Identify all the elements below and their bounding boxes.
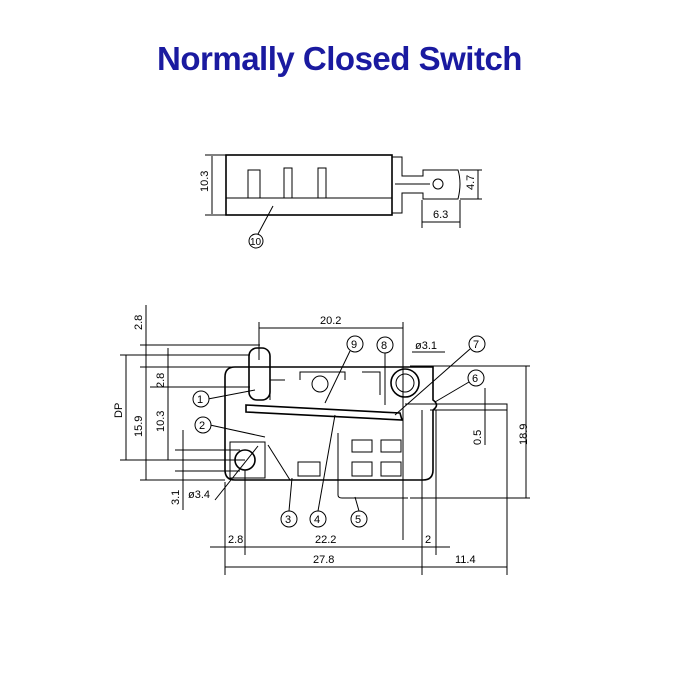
roller <box>390 368 420 398</box>
dim-18-9: 18.9 <box>518 424 530 445</box>
diagram-title: Normally Closed Switch <box>157 40 522 77</box>
dim-dp: DP <box>113 403 125 418</box>
dim-2-8: 2.8 <box>155 373 167 388</box>
dim-bottom-2-8: 2.8 <box>228 534 243 546</box>
callout-1: 1 <box>197 394 203 406</box>
callout-7: 7 <box>473 339 479 351</box>
callout-10: 10 <box>250 237 262 248</box>
callout-5: 5 <box>355 514 361 526</box>
dim-top-2-8: 2.8 <box>133 315 145 330</box>
bottom-terminal <box>337 433 408 499</box>
callout-8: 8 <box>381 340 387 352</box>
terminal-strip <box>405 403 508 411</box>
dim-hole-3-4: ø3.4 <box>188 489 210 501</box>
callout-9: 9 <box>351 339 357 351</box>
dim-0-5: 0.5 <box>472 430 484 445</box>
callout-4: 4 <box>314 514 320 526</box>
dim-3-1: 3.1 <box>170 490 182 505</box>
top-view: 10.3 4.7 6.3 10 <box>199 154 482 249</box>
lever <box>245 404 404 421</box>
switch-body <box>224 366 438 481</box>
dim-bottom-27-8: 27.8 <box>313 554 334 566</box>
dim-bottom-2: 2 <box>425 534 431 546</box>
dim-hole-3-1: ø3.1 <box>415 340 437 352</box>
side-view: 20.2 2.8 DP 15.9 2.8 10.3 3.1 ø3.4 18.9 … <box>113 305 530 575</box>
tab-hole <box>432 178 444 190</box>
dim-top-10-3: 10.3 <box>199 171 211 192</box>
top-body <box>225 154 393 216</box>
dim-top-6-3: 6.3 <box>433 209 448 221</box>
callout-3: 3 <box>285 514 291 526</box>
dim-top-4-7: 4.7 <box>465 175 477 190</box>
callout-2: 2 <box>199 420 205 432</box>
dim-10-3: 10.3 <box>155 411 167 432</box>
dim-20-2: 20.2 <box>320 315 341 327</box>
dim-15-9: 15.9 <box>133 416 145 437</box>
callout-6: 6 <box>472 373 478 385</box>
dim-bottom-22-2: 22.2 <box>315 534 336 546</box>
dim-bottom-11-4: 11.4 <box>455 554 476 566</box>
